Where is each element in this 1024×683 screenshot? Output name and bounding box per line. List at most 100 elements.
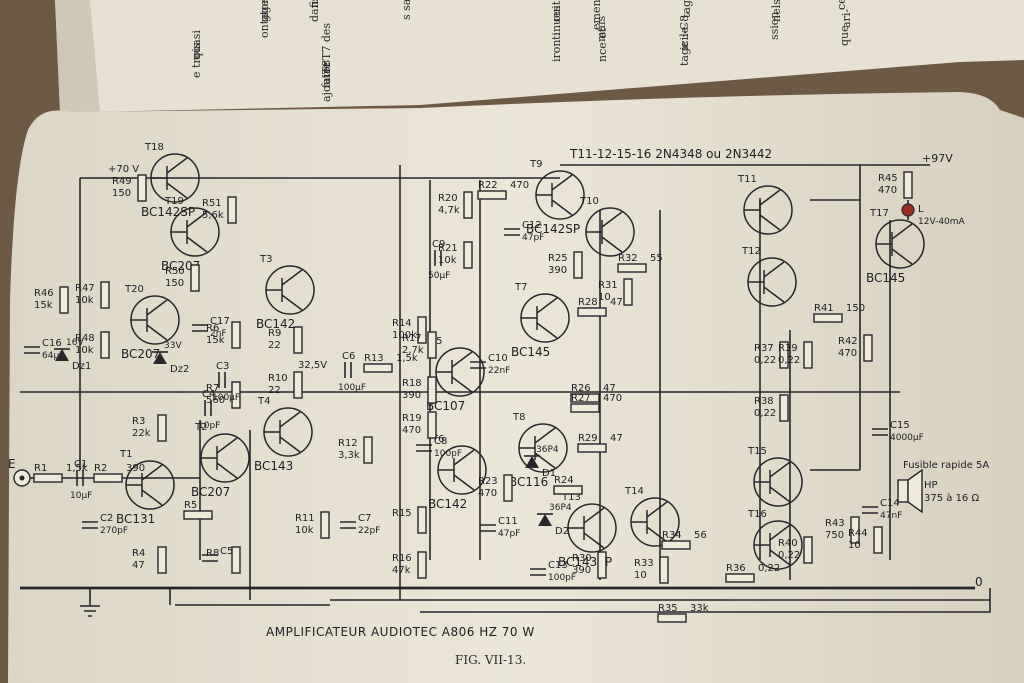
transistor-t16[interactable]: T16 xyxy=(747,509,803,570)
resistor-r24[interactable]: R24 xyxy=(553,475,583,495)
resistor-r5[interactable]: R5 xyxy=(183,500,213,520)
resistor-ref: R35 xyxy=(658,603,678,614)
page-fragment: que xyxy=(838,25,851,46)
capacitor-value: 47nF xyxy=(880,511,902,521)
resistor-r8[interactable]: R8 xyxy=(206,546,241,574)
capacitor-value: 22pF xyxy=(358,526,380,536)
resistor-ref: R5 xyxy=(184,500,197,511)
resistor-r15[interactable]: R15 xyxy=(392,506,427,534)
capacitor-c5[interactable]: C5 xyxy=(202,546,233,562)
transistor-t11[interactable]: T11 xyxy=(737,174,793,235)
resistor-value: 10k xyxy=(438,255,457,266)
transistor-t10[interactable]: T10 xyxy=(579,196,635,257)
transistor-t12[interactable]: T12 xyxy=(741,246,797,307)
resistor-value: 470 xyxy=(402,425,421,436)
back-page xyxy=(55,0,1024,112)
transistor-t15[interactable]: T15 xyxy=(747,446,803,507)
resistor-value: 5,6k xyxy=(202,210,224,221)
transistor-type: BC143 xyxy=(254,459,293,473)
transistor-t14[interactable]: T14 xyxy=(624,486,680,547)
resistor-value: 55 xyxy=(650,253,663,264)
